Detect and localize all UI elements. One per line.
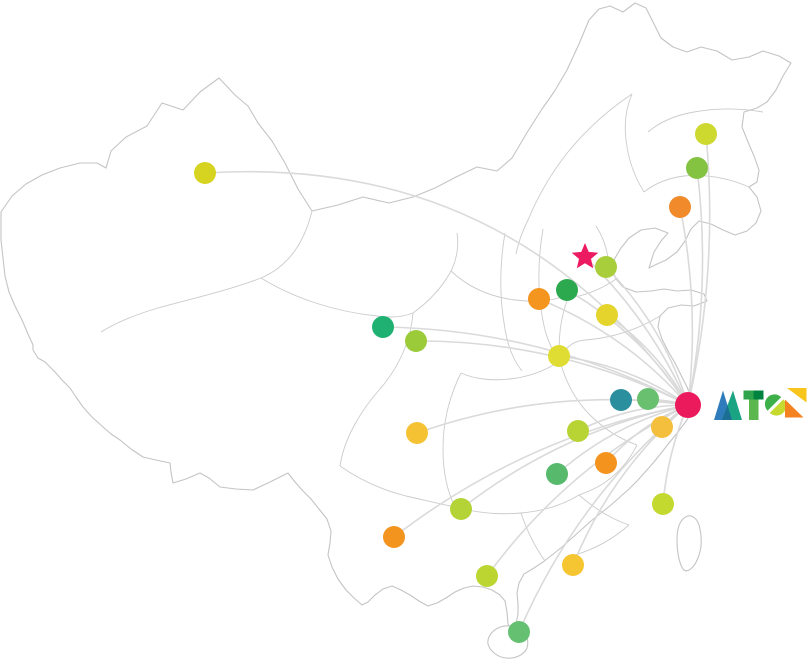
china-map bbox=[0, 2, 792, 659]
logo-letter-s-bottom bbox=[769, 399, 787, 416]
province-border bbox=[442, 372, 462, 508]
connection-line bbox=[679, 206, 694, 406]
logo-letter-r-top bbox=[787, 388, 807, 403]
connection-line bbox=[687, 133, 711, 406]
province-border bbox=[454, 494, 580, 515]
city-dot[interactable] bbox=[548, 345, 570, 367]
province-border bbox=[578, 444, 638, 496]
star-marker[interactable] bbox=[571, 243, 599, 269]
city-dot[interactable] bbox=[695, 123, 717, 145]
province-border bbox=[520, 512, 546, 562]
city-dot[interactable] bbox=[610, 389, 632, 411]
province-border bbox=[559, 360, 638, 446]
logo-letter-m-overlap bbox=[722, 405, 732, 420]
hub-dot[interactable] bbox=[675, 392, 701, 418]
city-dots bbox=[194, 123, 717, 643]
city-dot[interactable] bbox=[596, 304, 618, 326]
logo-letter-r-bottom bbox=[785, 399, 804, 418]
province-border bbox=[578, 494, 630, 526]
city-dot[interactable] bbox=[651, 416, 673, 438]
city-dot[interactable] bbox=[476, 565, 498, 587]
special-markers bbox=[571, 243, 701, 418]
logo-letter-t-bar-right bbox=[753, 390, 764, 400]
city-dot[interactable] bbox=[637, 388, 659, 410]
connection-line bbox=[382, 326, 689, 406]
city-dot[interactable] bbox=[508, 621, 530, 643]
province-border bbox=[643, 175, 750, 193]
city-dot[interactable] bbox=[595, 452, 617, 474]
province-border bbox=[574, 524, 630, 556]
city-dot[interactable] bbox=[546, 463, 568, 485]
city-dot[interactable] bbox=[556, 279, 578, 301]
province-border bbox=[260, 277, 414, 318]
logo-letter-s-top bbox=[764, 394, 782, 411]
province-border bbox=[647, 108, 764, 133]
province-border bbox=[460, 360, 561, 381]
connection-line bbox=[538, 298, 689, 406]
city-dot[interactable] bbox=[372, 316, 394, 338]
connection-line bbox=[566, 289, 689, 406]
connection-line bbox=[687, 167, 704, 406]
province-border bbox=[624, 93, 645, 193]
city-dot[interactable] bbox=[562, 554, 584, 576]
city-dot[interactable] bbox=[405, 330, 427, 352]
logo-letter-t-stem bbox=[749, 399, 759, 420]
logo-mtsr bbox=[714, 388, 807, 420]
city-dot[interactable] bbox=[450, 498, 472, 520]
province-border bbox=[515, 93, 633, 255]
city-dot[interactable] bbox=[567, 420, 589, 442]
connection-line bbox=[204, 170, 689, 406]
taiwan-island bbox=[676, 515, 702, 572]
connection-line bbox=[558, 355, 689, 406]
city-dot[interactable] bbox=[669, 196, 691, 218]
city-dot[interactable] bbox=[686, 157, 708, 179]
province-border bbox=[450, 270, 574, 302]
connection-line bbox=[556, 404, 689, 475]
province-border bbox=[500, 232, 523, 372]
connection-line bbox=[393, 404, 689, 538]
province-border bbox=[100, 210, 313, 333]
connection-line bbox=[606, 314, 689, 406]
logo-letter-t-bar-left bbox=[743, 390, 754, 400]
city-dot[interactable] bbox=[595, 256, 617, 278]
city-dot[interactable] bbox=[652, 493, 674, 515]
city-dot[interactable] bbox=[194, 162, 216, 184]
connection-line bbox=[605, 266, 689, 406]
city-dot[interactable] bbox=[528, 288, 550, 310]
city-dot[interactable] bbox=[406, 422, 428, 444]
city-dot[interactable] bbox=[383, 526, 405, 548]
